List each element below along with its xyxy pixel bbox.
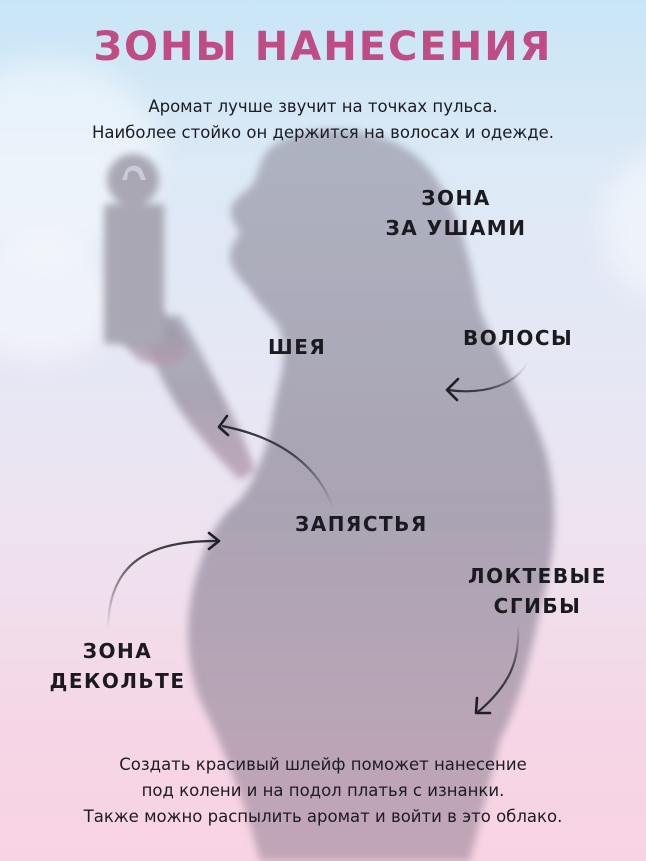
footer-text: Создать красивый шлейф поможет нанесение… [0, 752, 646, 830]
footer-line: Создать красивый шлейф поможет нанесение [119, 755, 527, 774]
zone-label-decollete: ЗОНА ДЕКОЛЬТЕ [49, 639, 186, 693]
footer-line: Также можно распылить аромат и войти в э… [83, 807, 563, 826]
page-title: ЗОНЫ НАНЕСЕНИЯ [93, 24, 553, 70]
intro-line: Наиболее стойко он держится на волосах и… [91, 123, 555, 142]
intro-text: Аромат лучше звучит на точках пульса. На… [0, 94, 646, 146]
zone-label-neck: ШЕЯ [268, 335, 327, 359]
intro-line: Аромат лучше звучит на точках пульса. [148, 97, 498, 116]
zone-label-behind-ears: ЗОНА ЗА УШАМИ [385, 186, 527, 240]
footer-line: под колени и на подол платья с изнанки. [141, 781, 505, 800]
zone-label-elbows: ЛОКТЕВЫЕ СГИБЫ [468, 564, 607, 618]
zone-label-hair: ВОЛОСЫ [463, 326, 574, 350]
zone-label-wrists: ЗАПЯСТЬЯ [295, 512, 428, 536]
